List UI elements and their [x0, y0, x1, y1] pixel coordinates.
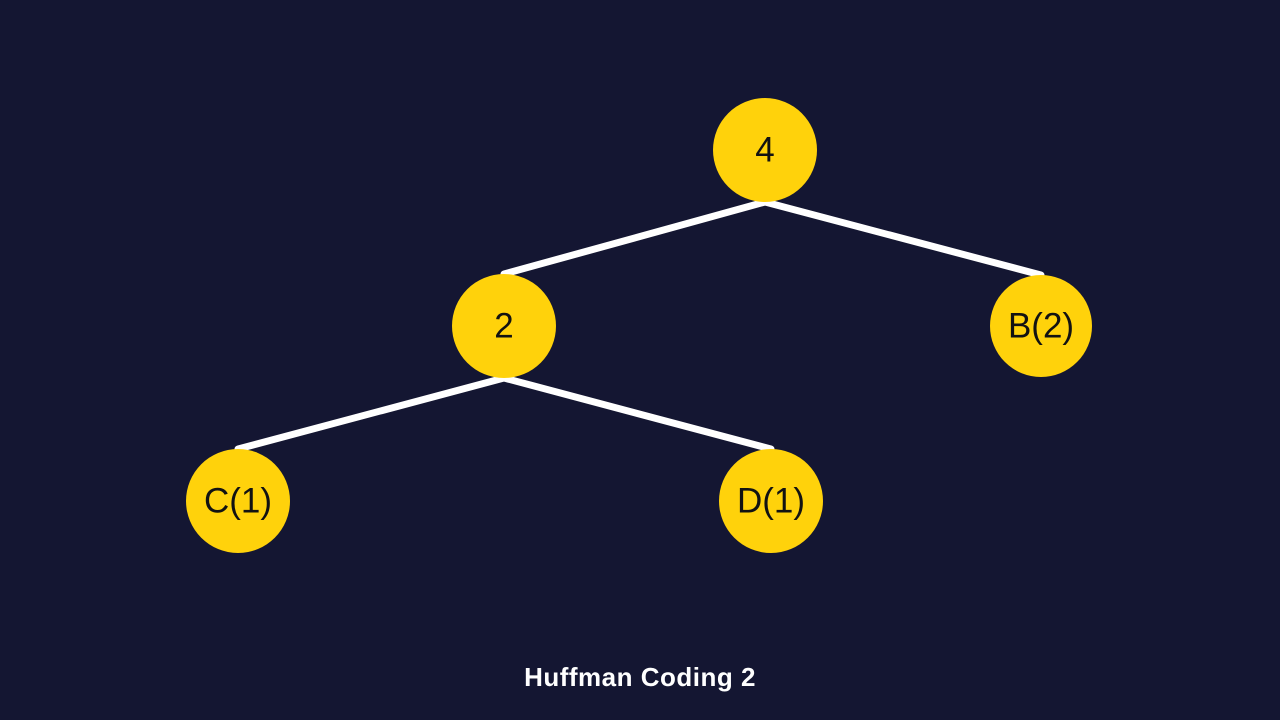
- tree-node-circle: [186, 449, 290, 553]
- tree-node-label: C(1): [204, 482, 272, 521]
- tree-node-internal-2: 2: [452, 274, 556, 378]
- tree-node-circle: [713, 98, 817, 202]
- tree-node-leaf-b: B(2): [990, 275, 1092, 377]
- tree-node-label: D(1): [737, 482, 805, 521]
- tree-node-circle: [452, 274, 556, 378]
- tree-edge-internal-2-leaf-d: [500, 374, 775, 453]
- diagram-title: Huffman Coding 2: [524, 662, 756, 692]
- tree-node-circle: [719, 449, 823, 553]
- tree-node-label: B(2): [1008, 307, 1074, 346]
- tree-node-leaf-d: D(1): [719, 449, 823, 553]
- tree-node-label: 4: [755, 131, 774, 170]
- tree-edge-root-internal-2: [500, 198, 769, 278]
- tree-node-label: 2: [494, 307, 513, 346]
- tree-node-circle: [990, 275, 1092, 377]
- tree-edge-internal-2-leaf-c: [234, 374, 508, 453]
- tree-node-root: 4: [713, 98, 817, 202]
- tree-edge-root-leaf-b: [761, 198, 1045, 279]
- tree-node-leaf-c: C(1): [186, 449, 290, 553]
